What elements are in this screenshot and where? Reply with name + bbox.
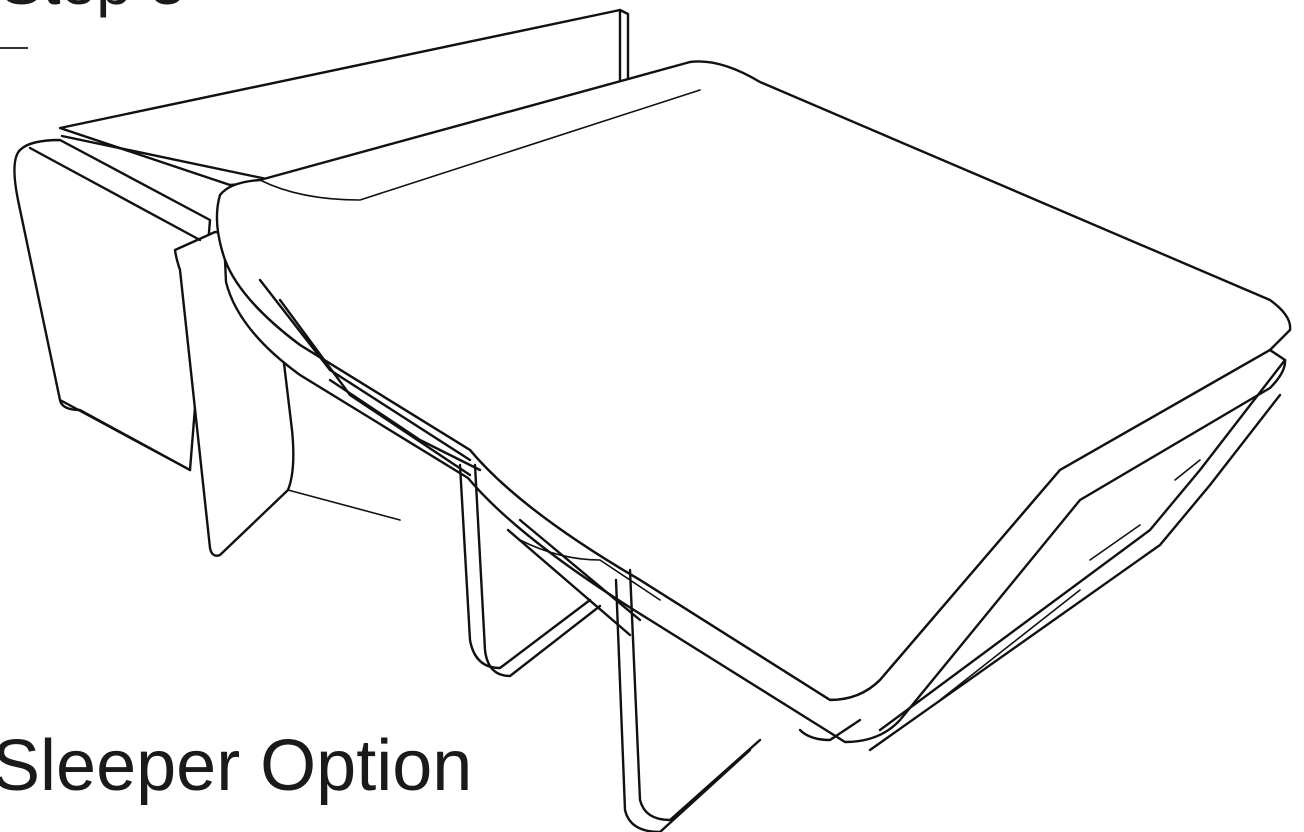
mattress (215, 60, 1292, 744)
option-title: Sleeper Option (0, 726, 473, 806)
step-heading-underline (0, 47, 28, 49)
step-heading: Step 3 (0, 0, 185, 14)
sofa-left-armrest (13, 138, 401, 557)
sleeper-frame-mechanism (258, 278, 1287, 832)
